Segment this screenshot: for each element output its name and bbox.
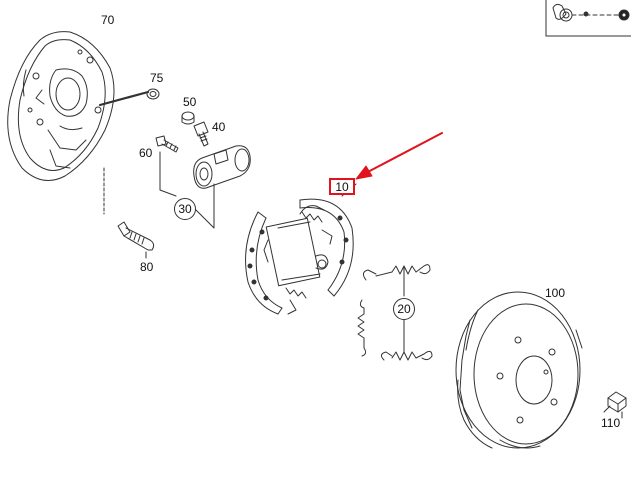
screw-part[interactable]: [603, 391, 627, 419]
label-springs-group[interactable]: 20: [393, 298, 415, 320]
leader-line-30b: [195, 183, 215, 229]
backing-plate[interactable]: [7, 31, 150, 181]
label-wheel-cylinder-group[interactable]: 30: [174, 198, 196, 220]
label-brake-drum[interactable]: 100: [545, 286, 566, 300]
red-pointer-arrow-icon: [355, 132, 443, 180]
label-screw[interactable]: 110: [601, 416, 621, 430]
stud-bolt-part[interactable]: [103, 167, 155, 259]
wheel-cylinder-part[interactable]: [193, 145, 251, 189]
label-stud-bolt[interactable]: 80: [140, 260, 154, 274]
cap-part[interactable]: [181, 111, 195, 125]
label-bleeder-screw[interactable]: 40: [212, 120, 226, 134]
brake-shoe-assembly[interactable]: [245, 198, 354, 315]
label-backing-plate[interactable]: 70: [101, 13, 115, 27]
label-plug[interactable]: 75: [150, 71, 164, 85]
springs-part[interactable]: [357, 264, 433, 361]
label-brake-shoe-kit-highlighted[interactable]: 10: [329, 178, 355, 195]
brake-drum-part[interactable]: [455, 291, 583, 449]
leader-line-30a: [159, 151, 177, 197]
wheel-bearing-thumbnail-icon[interactable]: [545, 0, 631, 37]
plug-part[interactable]: [146, 88, 160, 100]
label-cap[interactable]: 50: [183, 95, 197, 109]
bolt-part[interactable]: [155, 135, 179, 153]
bleeder-screw-part[interactable]: [193, 121, 209, 147]
label-bolt[interactable]: 60: [139, 146, 153, 160]
